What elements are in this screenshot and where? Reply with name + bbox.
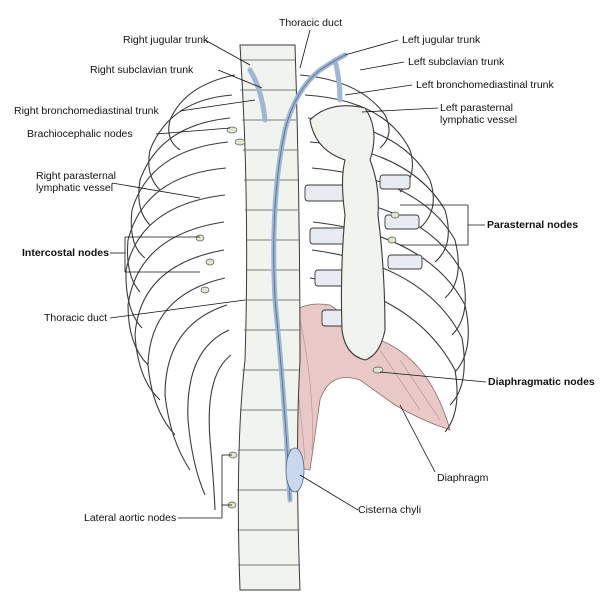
label-left-parasternal-1: Left parasternal: [440, 102, 513, 114]
label-diaphragmatic-nodes: Diaphragmatic nodes: [488, 376, 595, 388]
label-diaphragm: Diaphragm: [437, 472, 489, 484]
label-right-subclavian-trunk: Right subclavian trunk: [90, 64, 194, 76]
label-cisterna-chyli: Cisterna chyli: [358, 504, 422, 516]
label-brachiocephalic-nodes: Brachiocephalic nodes: [27, 128, 133, 140]
label-right-parasternal-2: lymphatic vessel: [36, 182, 114, 194]
label-right-bronchomediastinal-trunk: Right bronchomediastinal trunk: [14, 105, 159, 117]
thoracic-duct: [273, 54, 346, 501]
label-left-jugular-trunk: Left jugular trunk: [402, 34, 481, 46]
label-lateral-aortic-nodes: Lateral aortic nodes: [84, 512, 177, 524]
label-left-bronchomediastinal-trunk: Left bronchomediastinal trunk: [416, 79, 554, 91]
label-left-parasternal-2: lymphatic vessel: [440, 114, 518, 126]
lymph-nodes: [195, 126, 400, 509]
label-left-subclavian-trunk: Left subclavian trunk: [408, 56, 505, 68]
label-thoracic-duct-left: Thoracic duct: [44, 312, 108, 324]
leader-lines: [109, 29, 487, 519]
label-thoracic-duct-top: Thoracic duct: [279, 17, 343, 29]
ribs-right: [125, 74, 236, 511]
label-parasternal-nodes: Parasternal nodes: [487, 219, 579, 231]
label-intercostal-nodes: Intercostal nodes: [22, 247, 109, 259]
label-right-parasternal-1: Right parasternal: [36, 170, 116, 182]
cisterna-chyli-shape: [285, 447, 305, 493]
vertebral-column: [237, 44, 301, 591]
label-right-jugular-trunk: Right jugular trunk: [123, 34, 209, 46]
sternum: [309, 105, 386, 361]
